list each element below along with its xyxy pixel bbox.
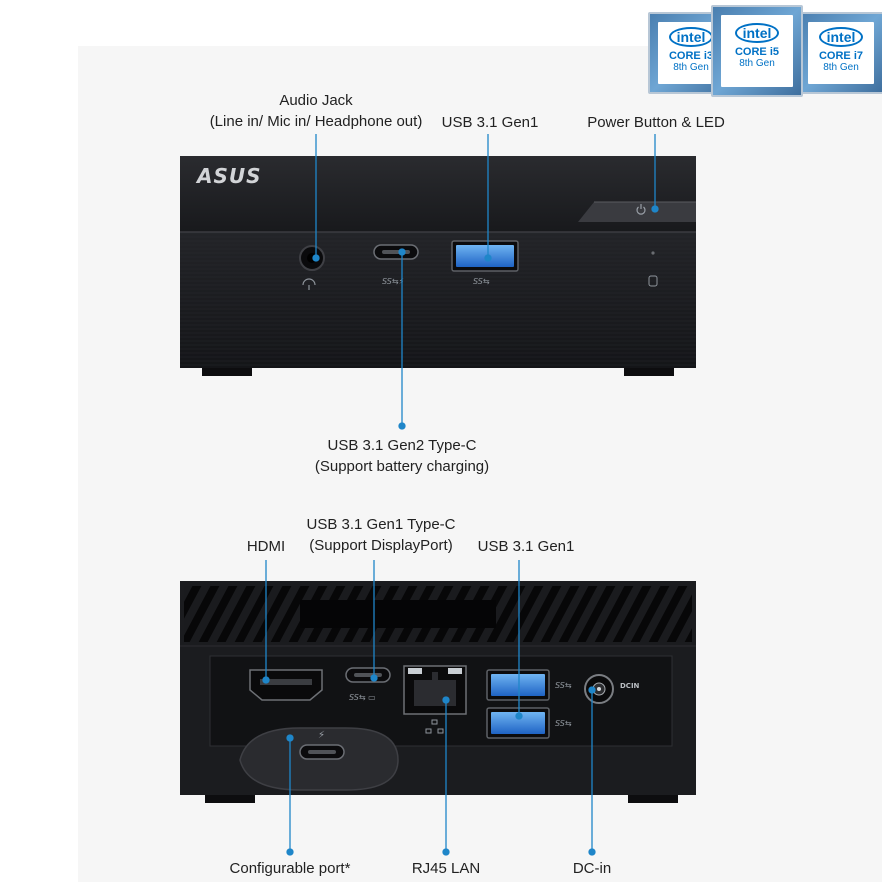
usb-a-logo: SS⇆	[555, 719, 572, 728]
intel-core-i5-badge: intel CORE i5 8th Gen	[711, 5, 803, 97]
usb-typec-dp-logo: SS⇆ ▭	[349, 693, 376, 702]
usb-a-logo: SS⇆	[555, 681, 572, 690]
asus-logo: ASUS	[195, 164, 262, 188]
power-icon	[636, 204, 646, 215]
power-button-label: Power Button & LED	[587, 114, 725, 131]
rear-foot-left	[205, 795, 255, 803]
dcin-small-label: DCIN	[620, 682, 640, 690]
configurable-port-label: Configurable port*	[229, 860, 351, 877]
storage-icon	[648, 275, 658, 287]
audio-jack-detail: (Line in/ Mic in/ Headphone out)	[209, 113, 423, 130]
usb-typec-rear-label: USB 3.1 Gen1 Type-C (Support DisplayPort…	[292, 514, 470, 556]
audio-jack-title: Audio Jack	[279, 92, 353, 109]
network-icon	[425, 719, 444, 734]
usb-typec-front-title: USB 3.1 Gen2 Type-C	[327, 437, 477, 454]
badge-core-label: CORE i5	[734, 46, 779, 58]
front-led	[651, 251, 655, 255]
badge-gen-label: 8th Gen	[739, 58, 775, 69]
usb-typec-front-label: USB 3.1 Gen2 Type-C (Support battery cha…	[292, 435, 512, 477]
intel-core-i7-badge: intel CORE i7 8th Gen	[798, 12, 882, 94]
intel-logo: intel	[734, 23, 780, 43]
badge-gen-label: 8th Gen	[823, 62, 859, 73]
audio-jack-label: Audio Jack (Line in/ Mic in/ Headphone o…	[180, 90, 452, 132]
rear-inner-vent	[300, 600, 496, 628]
usb-gen1-front-label: USB 3.1 Gen1	[441, 114, 539, 131]
front-foot-left	[202, 368, 252, 376]
intel-logo: intel	[818, 27, 864, 47]
badge-gen-label: 8th Gen	[673, 62, 709, 73]
rear-foot-right	[628, 795, 678, 803]
badge-core-label: CORE i3	[668, 50, 713, 62]
hdmi-label: HDMI	[246, 538, 286, 555]
usb-typec-rear-title: USB 3.1 Gen1 Type-C	[306, 516, 456, 533]
front-foot-right	[624, 368, 674, 376]
usb-typec-rear-detail: (Support DisplayPort)	[309, 537, 453, 554]
lightning-icon: ⚡	[318, 730, 325, 741]
usb-a-logo: SS⇆	[473, 277, 490, 286]
dc-in-label: DC-in	[572, 860, 612, 877]
usb-typec-front-detail: (Support battery charging)	[314, 458, 490, 475]
usb-gen1-rear-label: USB 3.1 Gen1	[477, 538, 575, 555]
rj45-label: RJ45 LAN	[411, 860, 481, 877]
headset-icon	[302, 278, 316, 290]
badge-core-label: CORE i7	[818, 50, 863, 62]
usb-typec-logo: SS⇆⚡	[382, 277, 404, 286]
